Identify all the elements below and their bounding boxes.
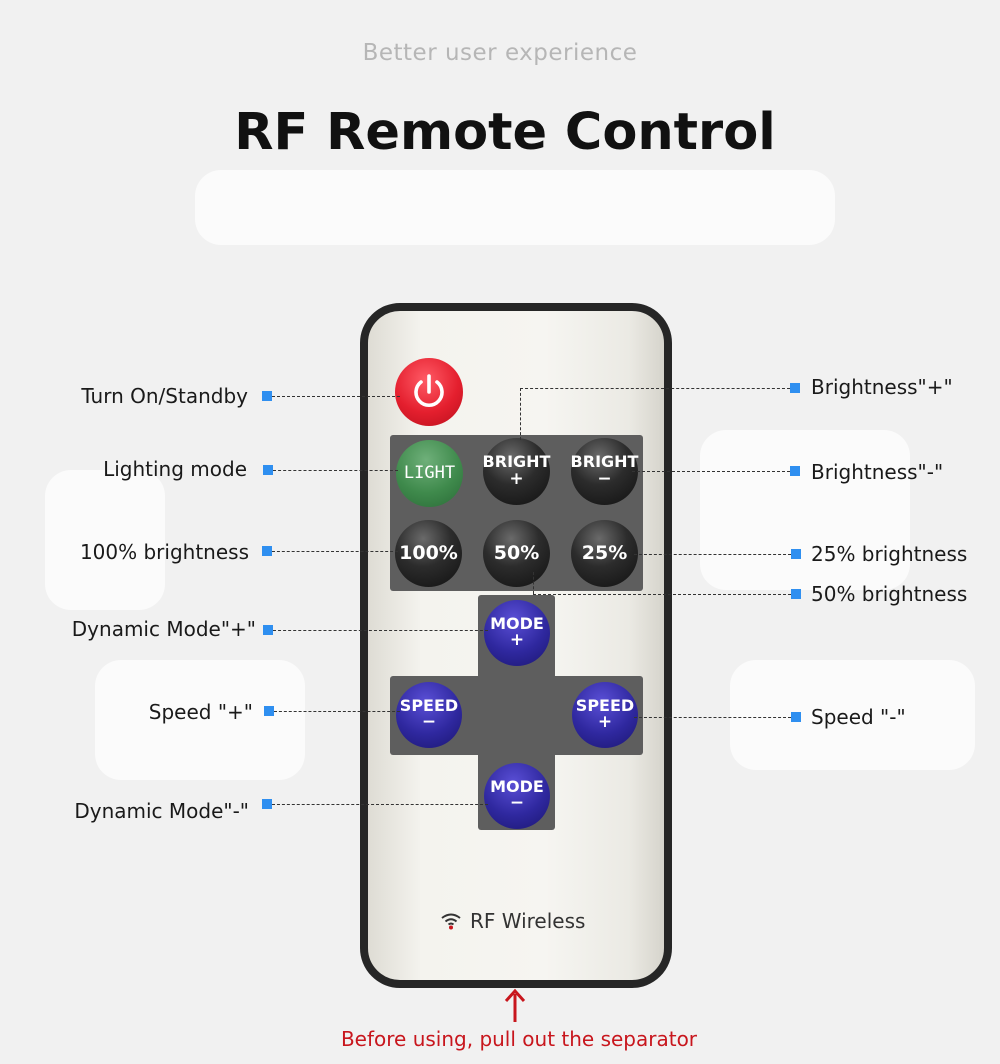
callout-dynamic-mode-plus: Dynamic Mode"+": [71, 617, 256, 641]
callout-line: [272, 396, 400, 397]
light-button[interactable]: LIGHT: [396, 440, 463, 507]
callout-brightness-minus: Brightness"-": [811, 460, 944, 484]
mode-plus-sign: +: [509, 630, 525, 651]
background-shape: [730, 660, 975, 770]
callout-turn-on-standby: Turn On/Standby: [81, 384, 248, 408]
callout-marker: [790, 383, 800, 393]
callout-line: [273, 470, 398, 471]
brightness-50-label: 50%: [493, 541, 540, 564]
callout-brightness-25: 25% brightness: [811, 542, 968, 566]
mode-minus-sign: −: [509, 793, 525, 814]
subtitle: Better user experience: [362, 40, 638, 66]
mode-minus-label: MODE: [490, 776, 544, 796]
callout-marker: [262, 799, 272, 809]
speed-plus-button[interactable]: SPEED +: [572, 682, 638, 748]
callout-line: [533, 594, 791, 595]
bright-minus-sign: −: [597, 468, 612, 489]
callout-line: [273, 630, 488, 631]
brightness-100-label: 100%: [399, 541, 458, 564]
callout-speed-plus: Speed "+": [148, 700, 253, 724]
brightness-100-button[interactable]: 100%: [395, 520, 462, 587]
brightness-25-label: 25%: [581, 541, 628, 564]
background-shape: [700, 430, 910, 590]
callout-marker: [263, 625, 273, 635]
mode-plus-label: MODE: [490, 613, 544, 633]
callout-speed-minus: Speed "-": [811, 705, 906, 729]
callout-line: [272, 804, 488, 805]
bright-minus-label: BRIGHT: [570, 452, 639, 472]
mode-minus-button[interactable]: MODE −: [484, 763, 550, 829]
callout-marker: [262, 391, 272, 401]
callout-marker: [790, 466, 800, 476]
light-button-label: LIGHT: [403, 462, 456, 483]
callout-line: [272, 551, 398, 552]
rf-wireless-label: RF Wireless: [440, 909, 585, 933]
arrow-up-icon: [504, 988, 526, 1022]
bright-plus-label: BRIGHT: [482, 452, 551, 472]
speed-plus-label: SPEED: [575, 695, 635, 715]
rf-wireless-text: RF Wireless: [470, 909, 586, 933]
speed-minus-button[interactable]: SPEED −: [396, 682, 462, 748]
speed-plus-sign: +: [597, 712, 613, 733]
brightness-50-button[interactable]: 50%: [483, 520, 550, 587]
callout-line: [533, 572, 534, 594]
callout-line: [274, 711, 400, 712]
speed-minus-sign: −: [421, 712, 437, 733]
callout-marker: [791, 589, 801, 599]
callout-line: [634, 554, 791, 555]
callout-dynamic-mode-minus: Dynamic Mode"-": [74, 799, 249, 823]
callout-line: [632, 471, 790, 472]
bright-minus-button[interactable]: BRIGHT −: [571, 438, 638, 505]
power-icon: [414, 374, 444, 408]
bright-plus-button[interactable]: BRIGHT +: [483, 438, 550, 505]
callout-brightness-plus: Brightness"+": [811, 375, 953, 399]
bright-plus-sign: +: [509, 468, 524, 489]
callout-brightness-50: 50% brightness: [811, 582, 968, 606]
page-title: RF Remote Control: [234, 103, 776, 162]
background-shape: [45, 470, 165, 610]
wifi-icon: [441, 913, 461, 930]
brightness-25-button[interactable]: 25%: [571, 520, 638, 587]
background-shape: [195, 170, 835, 245]
callout-line: [634, 717, 791, 718]
callout-line: [520, 388, 790, 389]
callout-lighting-mode: Lighting mode: [103, 457, 247, 481]
background-shape: [95, 660, 305, 780]
callout-marker: [263, 465, 273, 475]
callout-line: [520, 388, 521, 440]
callout-marker: [791, 549, 801, 559]
separator-note: Before using, pull out the separator: [340, 1027, 698, 1051]
callout-marker: [791, 712, 801, 722]
callout-marker: [264, 706, 274, 716]
mode-plus-button[interactable]: MODE +: [484, 600, 550, 666]
power-button[interactable]: [395, 358, 463, 426]
callout-brightness-100: 100% brightness: [79, 540, 249, 564]
speed-minus-label: SPEED: [399, 695, 459, 715]
callout-marker: [262, 546, 272, 556]
